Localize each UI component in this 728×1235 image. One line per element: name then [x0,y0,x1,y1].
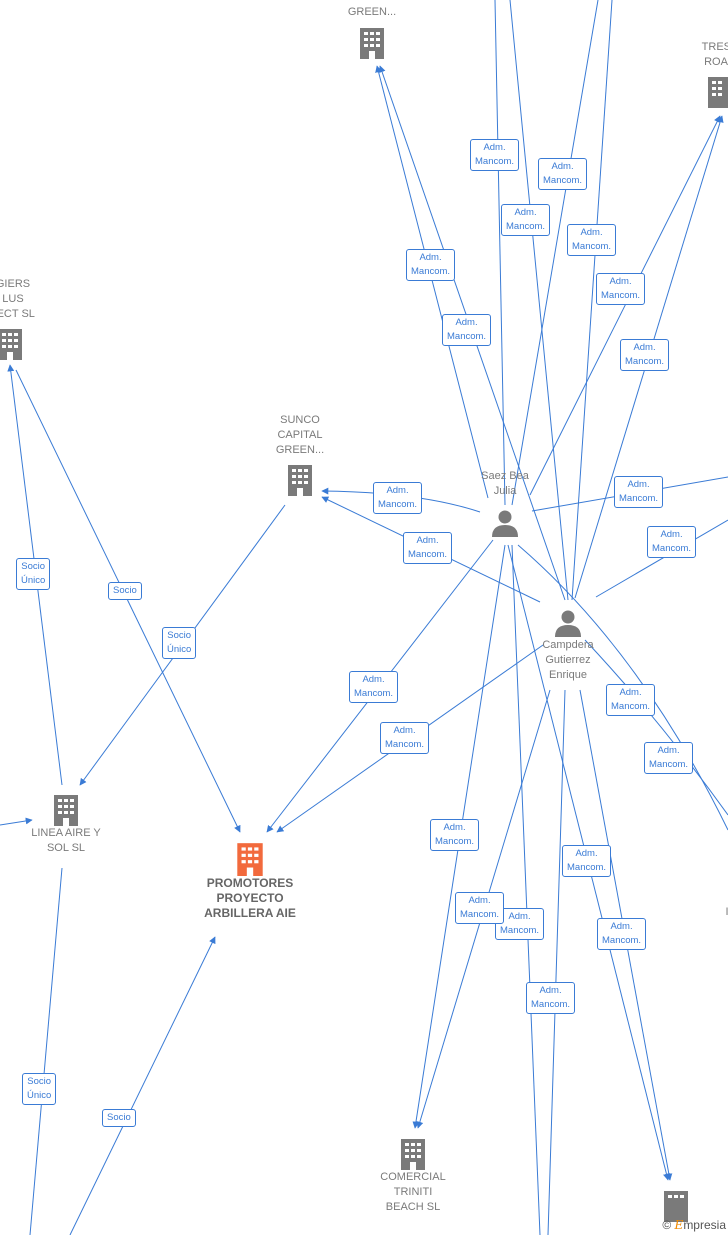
edge-label-adm-mancom[interactable]: Adm. Mancom. [567,224,617,256]
edge [529,115,721,496]
edge-label-adm-mancom[interactable]: Adm. Mancom. [430,819,480,851]
person-icon [555,610,581,637]
edge-label-adm-mancom[interactable]: Adm. Mancom. [644,742,694,774]
edge-label-adm-mancom[interactable]: Adm. Mancom. [620,339,670,371]
node-label: LINEA AIRE Y SOL SL [31,827,101,854]
building-icon [664,1191,688,1222]
node-capital-green[interactable]: CAPITAL GREEN... [330,0,414,59]
brand-name: mpresia [683,1218,726,1232]
edge [511,0,599,506]
edge-label-adm-mancom[interactable]: Adm. Mancom. [501,204,551,236]
edge-label-socio-unico[interactable]: Socio Único [16,558,51,590]
node-label: Campdera Gutierrez Enrique [542,639,594,681]
building-icon [288,465,312,496]
edge-label-adm-mancom[interactable]: Adm. Mancom. [647,526,697,558]
node-promotores-proyecto-arbillera[interactable]: PROMOTORES PROYECTO ARBILLERA AIE [195,840,305,921]
edge [15,369,241,833]
edge [509,0,569,601]
edge-label-adm-mancom[interactable]: Adm. Mancom. [526,982,576,1014]
building-icon [401,1139,425,1170]
edge-label-adm-mancom[interactable]: Adm. Mancom. [538,158,588,190]
edge-label-socio-unico[interactable]: Socio Único [22,1073,57,1105]
building-icon-main [237,843,263,876]
edge-label-adm-mancom[interactable]: Adm. Mancom. [406,249,456,281]
node-campdera-gutierrez-enrique[interactable]: Campdera Gutierrez Enrique [530,608,606,683]
building-icon [708,77,728,108]
node-gigiers[interactable]: GIERS LUS JECT SL [0,277,48,360]
edge-label-adm-mancom[interactable]: Adm. Mancom. [562,845,612,877]
copyright-symbol: © [662,1218,672,1232]
building-icon [360,28,384,59]
edge [375,65,489,499]
building-icon [0,329,22,360]
edge-label-adm-mancom[interactable]: Adm. Mancom. [403,532,453,564]
building-icon [54,795,78,826]
node-comercial-triniti-beach[interactable]: COMERCIAL TRINITI BEACH SL [368,1136,458,1215]
edge-label-adm-mancom[interactable]: Adm. Mancom. [373,482,423,514]
edge-label-adm-mancom[interactable]: Adm. Mancom. [470,139,520,171]
node-label: SUNCO CAPITAL GREEN... [275,414,325,456]
watermark: © Empresia [662,1218,726,1232]
edge-label-adm-mancom[interactable]: Adm. Mancom. [614,476,664,508]
edge-label-socio[interactable]: Socio [102,1109,136,1127]
node-right-edge: I [722,905,728,920]
edge [547,689,566,1235]
node-label: CAPITAL GREEN... [347,0,397,18]
edge [511,544,541,1235]
node-label: GIERS LUS JECT SL [0,278,35,320]
edge [571,0,613,601]
edge-label-adm-mancom[interactable]: Adm. Mancom. [596,273,646,305]
node-bottom-right[interactable] [660,1188,692,1222]
edge [29,867,63,1235]
edge [494,0,506,506]
edge-label-adm-mancom[interactable]: Adm. Mancom. [349,671,399,703]
edge [595,519,728,598]
person-icon [492,510,518,537]
node-saez-bea-julia[interactable]: Saez Bea Julia [470,469,540,538]
node-label: TRESA ROAD [701,41,728,68]
edge-label-socio-unico[interactable]: Socio Único [162,627,197,659]
edge-label-adm-mancom[interactable]: Adm. Mancom. [442,314,492,346]
edge-label-adm-mancom[interactable]: Adm. Mancom. [606,684,656,716]
edge [517,544,728,831]
node-linea-aire-y-sol[interactable]: LINEA AIRE Y SOL SL [20,792,112,856]
node-label: I [725,906,728,918]
edge [69,936,216,1235]
node-label: Saez Bea Julia [481,470,529,497]
edge-label-socio[interactable]: Socio [108,582,142,600]
edge-label-adm-mancom[interactable]: Adm. Mancom. [455,892,505,924]
node-tresa-road[interactable]: TRESA ROAD [690,40,728,108]
brand-initial: E [674,1218,684,1232]
node-label: PROMOTORES PROYECTO ARBILLERA AIE [204,876,296,920]
edge [0,817,33,826]
edge-label-adm-mancom[interactable]: Adm. Mancom. [597,918,647,950]
edge-label-adm-mancom[interactable]: Adm. Mancom. [380,722,430,754]
node-label: COMERCIAL TRINITI BEACH SL [380,1171,446,1213]
edge [584,639,728,816]
node-sunco[interactable]: SUNCO CAPITAL GREEN... [258,413,342,496]
